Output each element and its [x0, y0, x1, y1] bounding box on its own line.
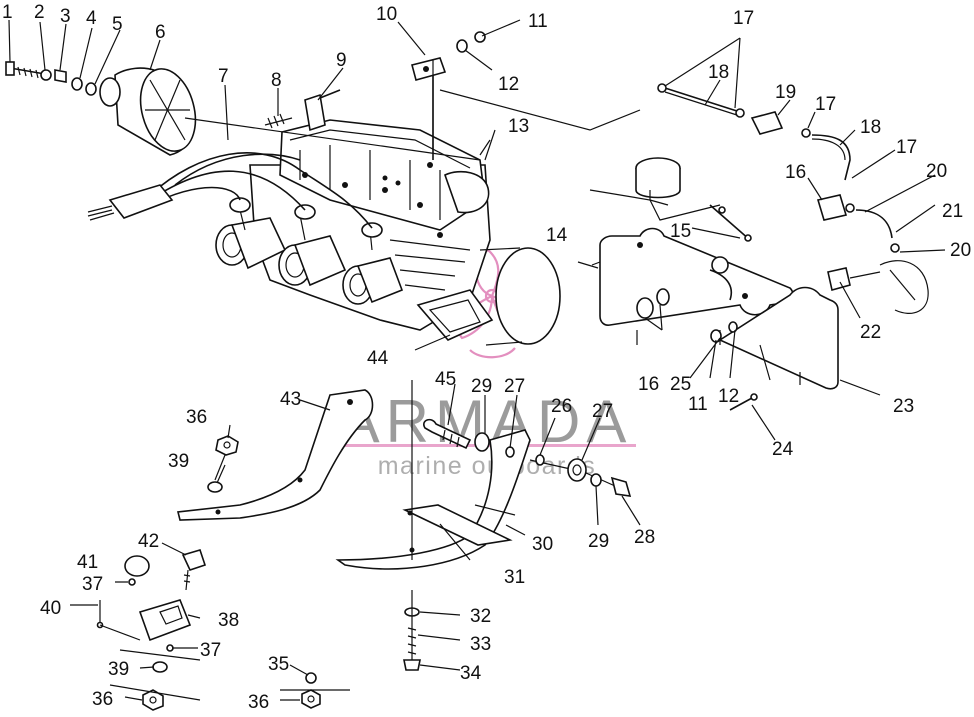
watermark-tagline: marine outboards	[378, 452, 597, 480]
label-41: 41	[77, 552, 98, 573]
label-11-top: 11	[528, 11, 548, 32]
label-31: 31	[504, 567, 525, 588]
label-30: 30	[532, 534, 553, 555]
label-14: 14	[546, 225, 568, 246]
routing-line	[184, 89, 641, 161]
label-13: 13	[508, 116, 529, 137]
label-17-mid: 17	[815, 94, 836, 115]
carburetors	[215, 197, 404, 305]
label-3: 3	[60, 6, 71, 27]
label-20-bottom: 20	[950, 240, 971, 261]
label-18-right: 18	[860, 117, 881, 138]
leader-lines	[8, 19, 946, 701]
label-42: 42	[138, 531, 159, 552]
label-33: 33	[470, 634, 491, 655]
label-1: 1	[2, 2, 13, 23]
label-6: 6	[155, 22, 166, 43]
label-40: 40	[40, 598, 61, 619]
label-12-top: 12	[498, 74, 519, 95]
label-43: 43	[280, 389, 301, 410]
label-27-right: 27	[592, 401, 613, 422]
label-11-bottom: 11	[688, 394, 708, 415]
flywheel	[99, 67, 197, 156]
label-16-bottom: 16	[638, 374, 659, 395]
label-44: 44	[367, 348, 389, 369]
label-10: 10	[376, 4, 397, 25]
label-36-bottom: 36	[248, 692, 269, 713]
label-27-top: 27	[504, 376, 525, 397]
label-26: 26	[551, 396, 572, 417]
label-37-top: 37	[82, 574, 103, 595]
label-29-top: 29	[471, 376, 492, 397]
label-20-top: 20	[926, 161, 947, 182]
label-19: 19	[775, 82, 796, 103]
label-17-right: 17	[896, 137, 917, 158]
label-39-bottom: 39	[108, 659, 129, 680]
label-45: 45	[435, 369, 456, 390]
label-34: 34	[460, 663, 482, 684]
label-24: 24	[772, 439, 794, 460]
label-37-bottom: 37	[200, 640, 221, 661]
label-39-top: 39	[168, 451, 189, 472]
label-32: 32	[470, 606, 491, 627]
label-17-top: 17	[733, 8, 754, 29]
label-23: 23	[893, 396, 914, 417]
label-35: 35	[268, 654, 289, 675]
label-4: 4	[86, 8, 97, 29]
lower-left-hardware	[96, 435, 350, 711]
label-36-top: 36	[186, 407, 207, 428]
label-25: 25	[670, 374, 691, 395]
label-15: 15	[670, 221, 691, 242]
label-22: 22	[860, 322, 881, 343]
label-28: 28	[634, 527, 655, 548]
bracket-assembly	[411, 31, 486, 160]
mount-brackets	[177, 247, 632, 671]
label-36-left: 36	[92, 689, 113, 710]
label-18-top: 18	[708, 62, 729, 83]
label-2: 2	[34, 2, 45, 23]
label-16-top: 16	[785, 162, 806, 183]
label-21: 21	[942, 201, 963, 222]
label-8: 8	[271, 70, 282, 91]
label-29-bottom: 29	[588, 531, 609, 552]
label-12-bottom: 12	[718, 386, 739, 407]
fuel-components	[577, 83, 929, 411]
label-5: 5	[112, 14, 123, 35]
engine-assembly	[5, 61, 491, 331]
label-9: 9	[336, 50, 347, 71]
label-7: 7	[218, 66, 229, 87]
label-38: 38	[218, 610, 239, 631]
